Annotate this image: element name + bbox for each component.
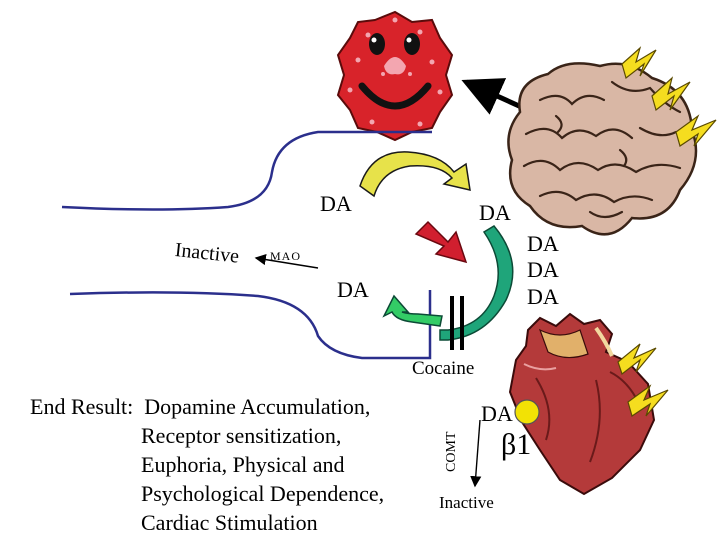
mao-label: MAO	[270, 249, 302, 263]
end-result-line-2: Receptor sensitization,	[141, 423, 342, 448]
beta1-receptor-dot	[514, 399, 540, 425]
reuptake-arrow	[439, 225, 514, 341]
red-arrow-icon	[414, 220, 468, 264]
da-stack-label-3: DA	[527, 284, 559, 309]
brain-icon	[507, 62, 698, 236]
recycle-arrow	[382, 294, 443, 327]
brain-to-face-arrow	[461, 78, 530, 115]
heart-lightning-icon	[617, 343, 669, 417]
da-released-label: DA	[479, 200, 511, 225]
mao-arrow	[254, 254, 319, 269]
end-result-block: End Result: Dopamine Accumulation, Recep…	[30, 392, 384, 537]
end-result-heading: End Result:	[30, 394, 134, 419]
da-stack-label-1: DA	[527, 231, 559, 256]
end-result-line-4: Psychological Dependence,	[141, 481, 385, 506]
da-recycled-label: DA	[337, 277, 369, 302]
comt-label: COMT	[444, 431, 459, 472]
cocaine-label: Cocaine	[412, 358, 475, 379]
heart-icon	[508, 312, 656, 496]
end-result-line-5: Cardiac Stimulation	[141, 510, 318, 535]
presynaptic-neuron-lower	[69, 290, 432, 360]
cocaine-blocker	[450, 296, 464, 350]
beta1-label: β1	[501, 428, 532, 461]
release-arrow	[359, 151, 471, 198]
da-stack-label-2: DA	[527, 257, 559, 282]
inactive-comt-label: Inactive	[439, 493, 494, 512]
end-result-line-1: Dopamine Accumulation,	[144, 394, 371, 419]
presynaptic-neuron	[61, 130, 432, 211]
da-heart-label: DA	[481, 401, 513, 426]
comt-arrow	[470, 419, 482, 488]
end-result-line-3: Euphoria, Physical and	[141, 452, 345, 477]
brain-lightning-icon	[621, 46, 717, 147]
happy-face-icon	[336, 10, 454, 142]
da-presynaptic-label: DA	[320, 191, 352, 216]
